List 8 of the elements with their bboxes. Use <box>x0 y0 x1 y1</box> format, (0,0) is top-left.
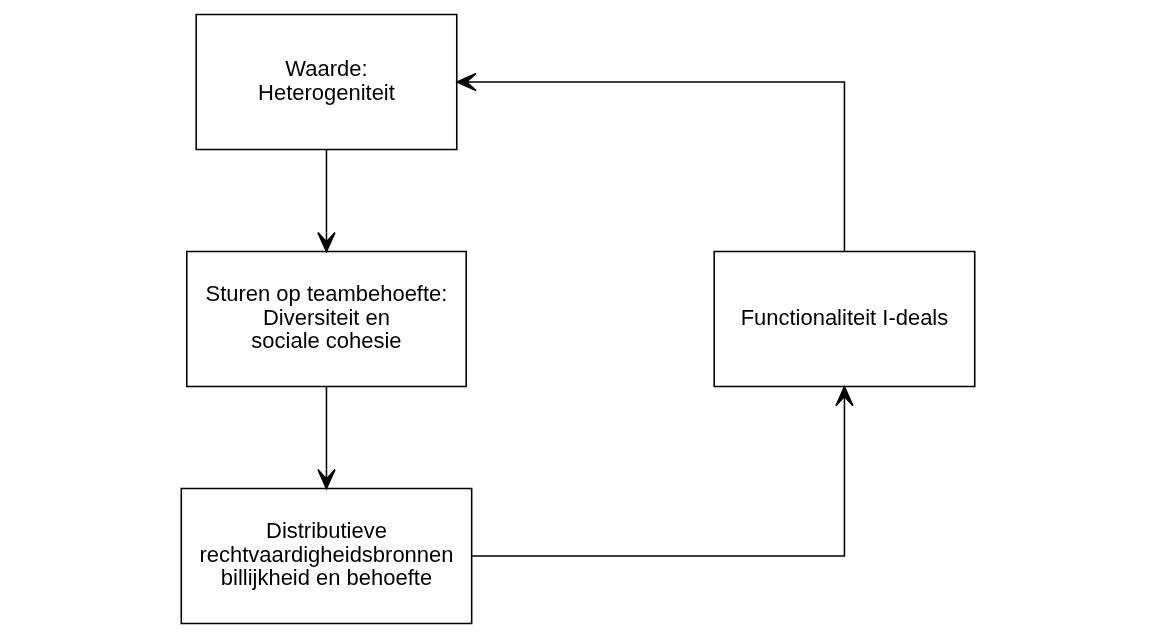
node-box: Waarde: Heterogeniteit <box>195 13 458 151</box>
arrow <box>471 386 854 557</box>
arrow <box>317 386 336 490</box>
arrow <box>317 149 336 253</box>
node-box: Sturen op teambehoefte: Diversiteit en sociale cohesie <box>186 250 467 388</box>
node-box: Distributieve rechtvaardigheidsbronnen billijkheid en behoefte <box>180 487 473 625</box>
arrow <box>456 72 846 252</box>
node-box: Functionaliteit I-deals <box>713 250 976 388</box>
